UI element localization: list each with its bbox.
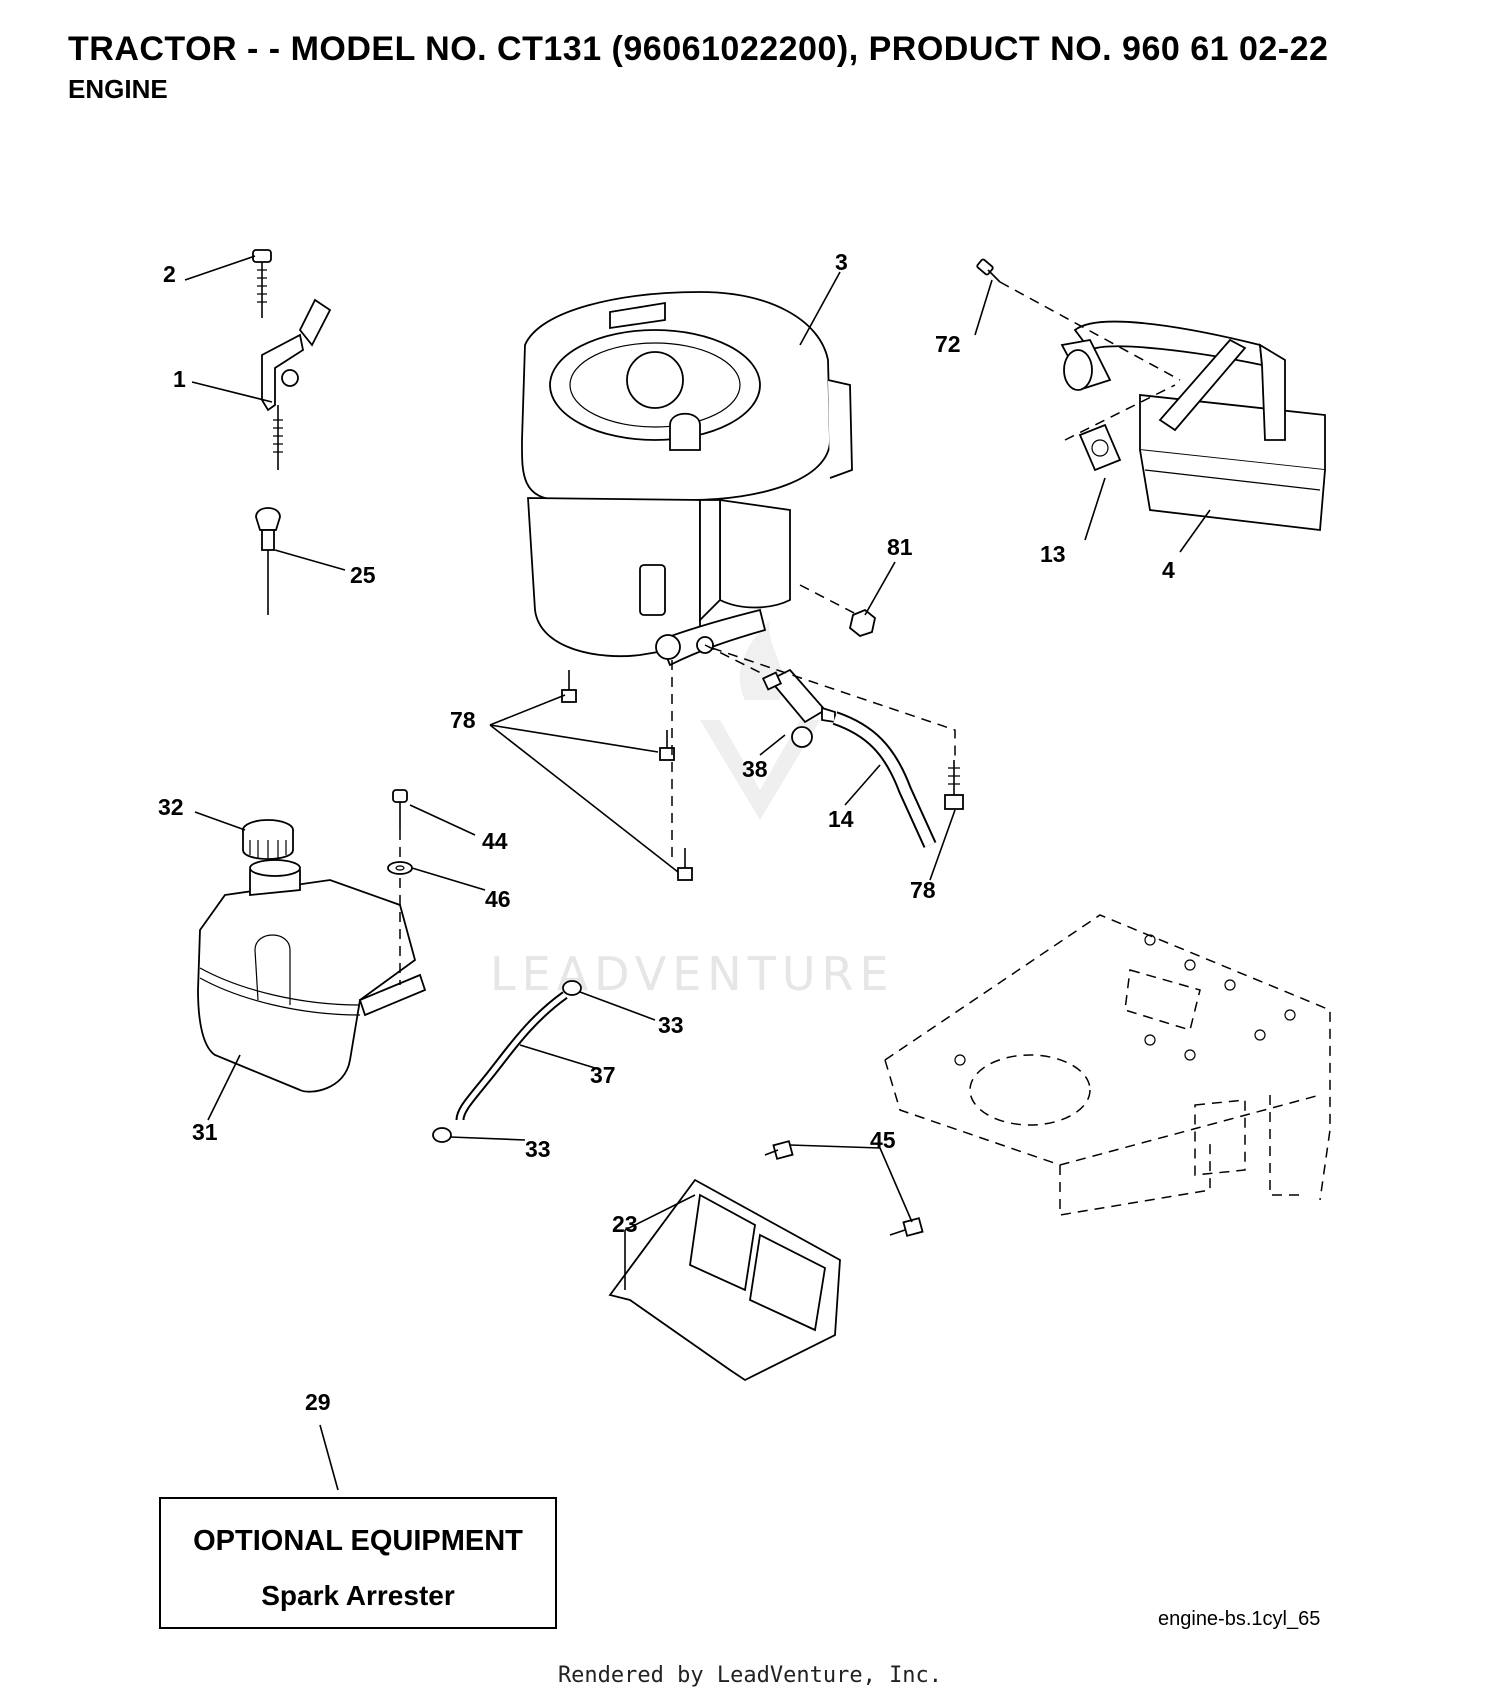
callout-44: 44 — [482, 828, 508, 854]
part-38-fuel-filter[interactable] — [761, 668, 836, 748]
callout-46: 46 — [485, 886, 511, 912]
leader-lines — [184, 255, 1211, 1491]
callout-31: 31 — [192, 1119, 218, 1145]
spark-arrester-label: Spark Arrester — [261, 1580, 455, 1611]
part-46-washer[interactable] — [387, 861, 413, 875]
footer-credit: Rendered by LeadVenture, Inc. — [557, 1663, 943, 1688]
part-45-screws[interactable] — [764, 1140, 924, 1237]
part-1-throttle-control[interactable] — [261, 298, 332, 470]
part-44-screw[interactable] — [392, 789, 408, 830]
part-2-screw[interactable] — [252, 249, 272, 318]
callout-78-left: 78 — [450, 707, 476, 733]
callout-32: 32 — [158, 794, 184, 820]
diagram-id: engine-bs.1cyl_65 — [1158, 1608, 1320, 1630]
callout-25: 25 — [350, 562, 376, 588]
callout-13: 13 — [1040, 541, 1066, 567]
leadventure-watermark: LEADVENTURE — [490, 620, 895, 1001]
section-subtitle: ENGINE — [68, 74, 168, 104]
callout-29: 29 — [305, 1389, 331, 1415]
callout-38: 38 — [742, 756, 768, 782]
watermark-text: LEADVENTURE — [490, 947, 895, 1001]
callout-72: 72 — [935, 331, 961, 357]
part-72-screw[interactable] — [976, 258, 1001, 283]
part-14-fuel-line[interactable] — [832, 711, 937, 848]
callout-1: 1 — [173, 366, 186, 392]
callout-2: 2 — [163, 261, 176, 287]
optional-equipment-box: OPTIONAL EQUIPMENT Spark Arrester — [159, 1497, 557, 1629]
part-13-gasket[interactable] — [1078, 423, 1122, 472]
part-4-muffler[interactable] — [1060, 320, 1326, 532]
part-3-engine[interactable] — [521, 291, 853, 667]
callout-14: 14 — [828, 806, 854, 832]
callout-3: 3 — [835, 249, 848, 275]
callout-45: 45 — [870, 1127, 896, 1153]
tractor-frame — [884, 914, 1331, 1216]
callout-81: 81 — [887, 534, 913, 560]
callout-78-right: 78 — [910, 877, 936, 903]
callout-4: 4 — [1162, 557, 1175, 583]
part-33-clamps[interactable] — [432, 980, 582, 1143]
page-title: TRACTOR - - MODEL NO. CT131 (96061022200… — [68, 30, 1329, 68]
part-32-fuel-cap[interactable] — [242, 819, 294, 860]
part-25-control-knob[interactable] — [255, 507, 281, 615]
part-37-fuel-hose[interactable] — [455, 991, 568, 1121]
part-31-fuel-tank[interactable] — [197, 859, 427, 1093]
callout-33-top: 33 — [658, 1012, 684, 1038]
callout-33-bottom: 33 — [525, 1136, 551, 1162]
part-81-nut[interactable] — [848, 608, 876, 638]
optional-equipment-title: OPTIONAL EQUIPMENT — [193, 1525, 523, 1557]
callout-23: 23 — [612, 1211, 638, 1237]
part-23-heat-shield[interactable] — [608, 1178, 841, 1382]
callout-37: 37 — [590, 1062, 616, 1088]
